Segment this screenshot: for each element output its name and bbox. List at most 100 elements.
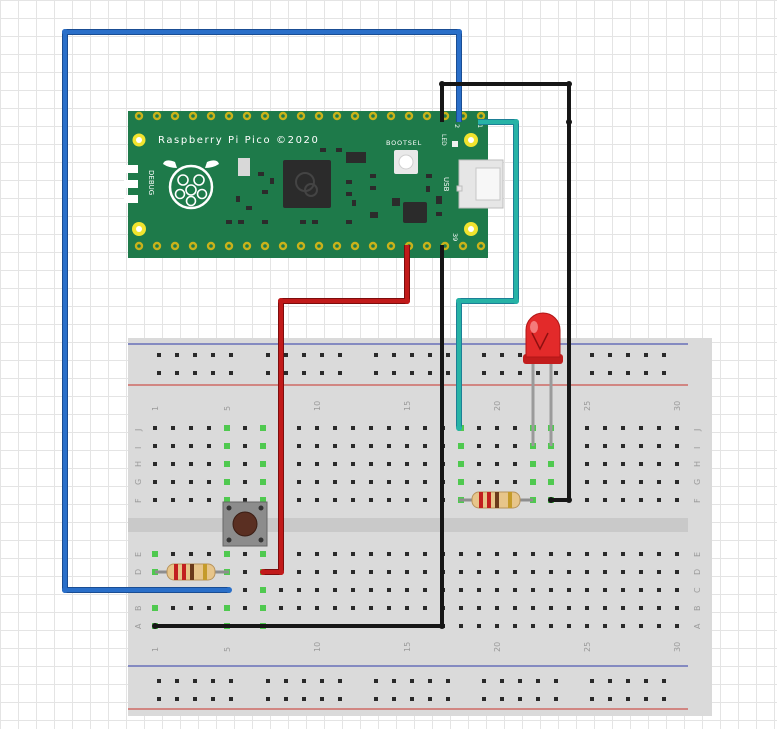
breadboard-hole (297, 462, 301, 466)
breadboard-hole (621, 624, 625, 628)
breadboard-hole (657, 498, 661, 502)
row-label: F (693, 498, 702, 503)
row-label: J (693, 429, 702, 432)
breadboard-hole (621, 588, 625, 592)
push-button[interactable] (222, 501, 268, 547)
connected-hole (458, 479, 464, 485)
breadboard-hole (333, 588, 337, 592)
smd-part (346, 180, 352, 184)
breadboard-hole (189, 444, 193, 448)
column-label: 5 (223, 406, 232, 411)
smd-part (436, 212, 442, 216)
crystal (238, 158, 250, 176)
rail-hole (518, 679, 522, 683)
breadboard-hole (603, 588, 607, 592)
breadboard-hole (657, 606, 661, 610)
rail-hole (428, 697, 432, 701)
rail-hole (554, 697, 558, 701)
rail-hole (662, 353, 666, 357)
breadboard-hole (585, 552, 589, 556)
rail-hole (211, 371, 215, 375)
smd-part (226, 220, 232, 224)
breadboard-hole (621, 480, 625, 484)
rail-hole (500, 679, 504, 683)
breadboard-hole (567, 606, 571, 610)
breadboard-hole (351, 498, 355, 502)
breadboard-hole (477, 552, 481, 556)
breadboard-hole (477, 624, 481, 628)
connected-hole (260, 497, 266, 503)
breadboard-hole (513, 462, 517, 466)
rail-hole (320, 371, 324, 375)
flash-chip (403, 202, 427, 223)
breadboard-hole (189, 462, 193, 466)
connected-hole (224, 551, 230, 557)
rail-hole (266, 679, 270, 683)
wire-endpoint (548, 497, 554, 503)
wire-endpoint (404, 298, 410, 304)
rail-hole (284, 697, 288, 701)
usb-label: USB (442, 177, 450, 192)
breadboard-hole (387, 498, 391, 502)
rail-hole (193, 353, 197, 357)
column-label: 15 (403, 401, 412, 411)
wire-endpoint (513, 298, 519, 304)
breadboard-hole (333, 570, 337, 574)
rail-hole (338, 697, 342, 701)
connected-hole (548, 461, 554, 467)
breadboard-hole (243, 552, 247, 556)
rail-hole (338, 353, 342, 357)
connected-hole (152, 551, 158, 557)
row-label: G (693, 479, 702, 485)
rail-hole (446, 353, 450, 357)
breadboard-hole (405, 588, 409, 592)
row-label: E (134, 552, 143, 557)
breadboard-hole (279, 588, 283, 592)
rail-hole (302, 679, 306, 683)
breadboard-hole (405, 480, 409, 484)
breadboard-hole (297, 480, 301, 484)
wire-endpoint (62, 587, 68, 593)
breadboard-hole (387, 426, 391, 430)
breadboard-center-channel (128, 518, 688, 532)
breadboard-hole (639, 552, 643, 556)
breadboard-hole (369, 462, 373, 466)
rail-hole (392, 353, 396, 357)
breadboard-hole (585, 480, 589, 484)
connected-hole (152, 605, 158, 611)
rail-hole (662, 371, 666, 375)
connected-hole (260, 425, 266, 431)
smd-part (346, 220, 352, 224)
breadboard-hole (351, 462, 355, 466)
pico-pins (134, 111, 486, 251)
breadboard-hole (315, 498, 319, 502)
breadboard-hole (639, 624, 643, 628)
breadboard-hole (585, 426, 589, 430)
breadboard-hole (675, 570, 679, 574)
wire-endpoint (513, 119, 519, 125)
breadboard-hole (603, 552, 607, 556)
wire-endpoint (439, 623, 445, 629)
connected-hole (260, 551, 266, 557)
breadboard-hole (351, 552, 355, 556)
breadboard-hole (297, 498, 301, 502)
row-label: J (134, 429, 143, 432)
rail-hole (482, 697, 486, 701)
breadboard-hole (675, 444, 679, 448)
rail-hole (626, 353, 630, 357)
breadboard-hole (423, 552, 427, 556)
breadboard-hole (531, 588, 535, 592)
smd-part (320, 148, 326, 152)
breadboard-hole (477, 606, 481, 610)
breadboard-hole (171, 498, 175, 502)
rail-hole (175, 353, 179, 357)
breadboard-hole (639, 462, 643, 466)
rail-hole (482, 353, 486, 357)
breadboard-hole (621, 606, 625, 610)
breadboard-hole (513, 606, 517, 610)
breadboard-hole (657, 480, 661, 484)
rail-hole (410, 697, 414, 701)
row-label: B (693, 606, 702, 612)
